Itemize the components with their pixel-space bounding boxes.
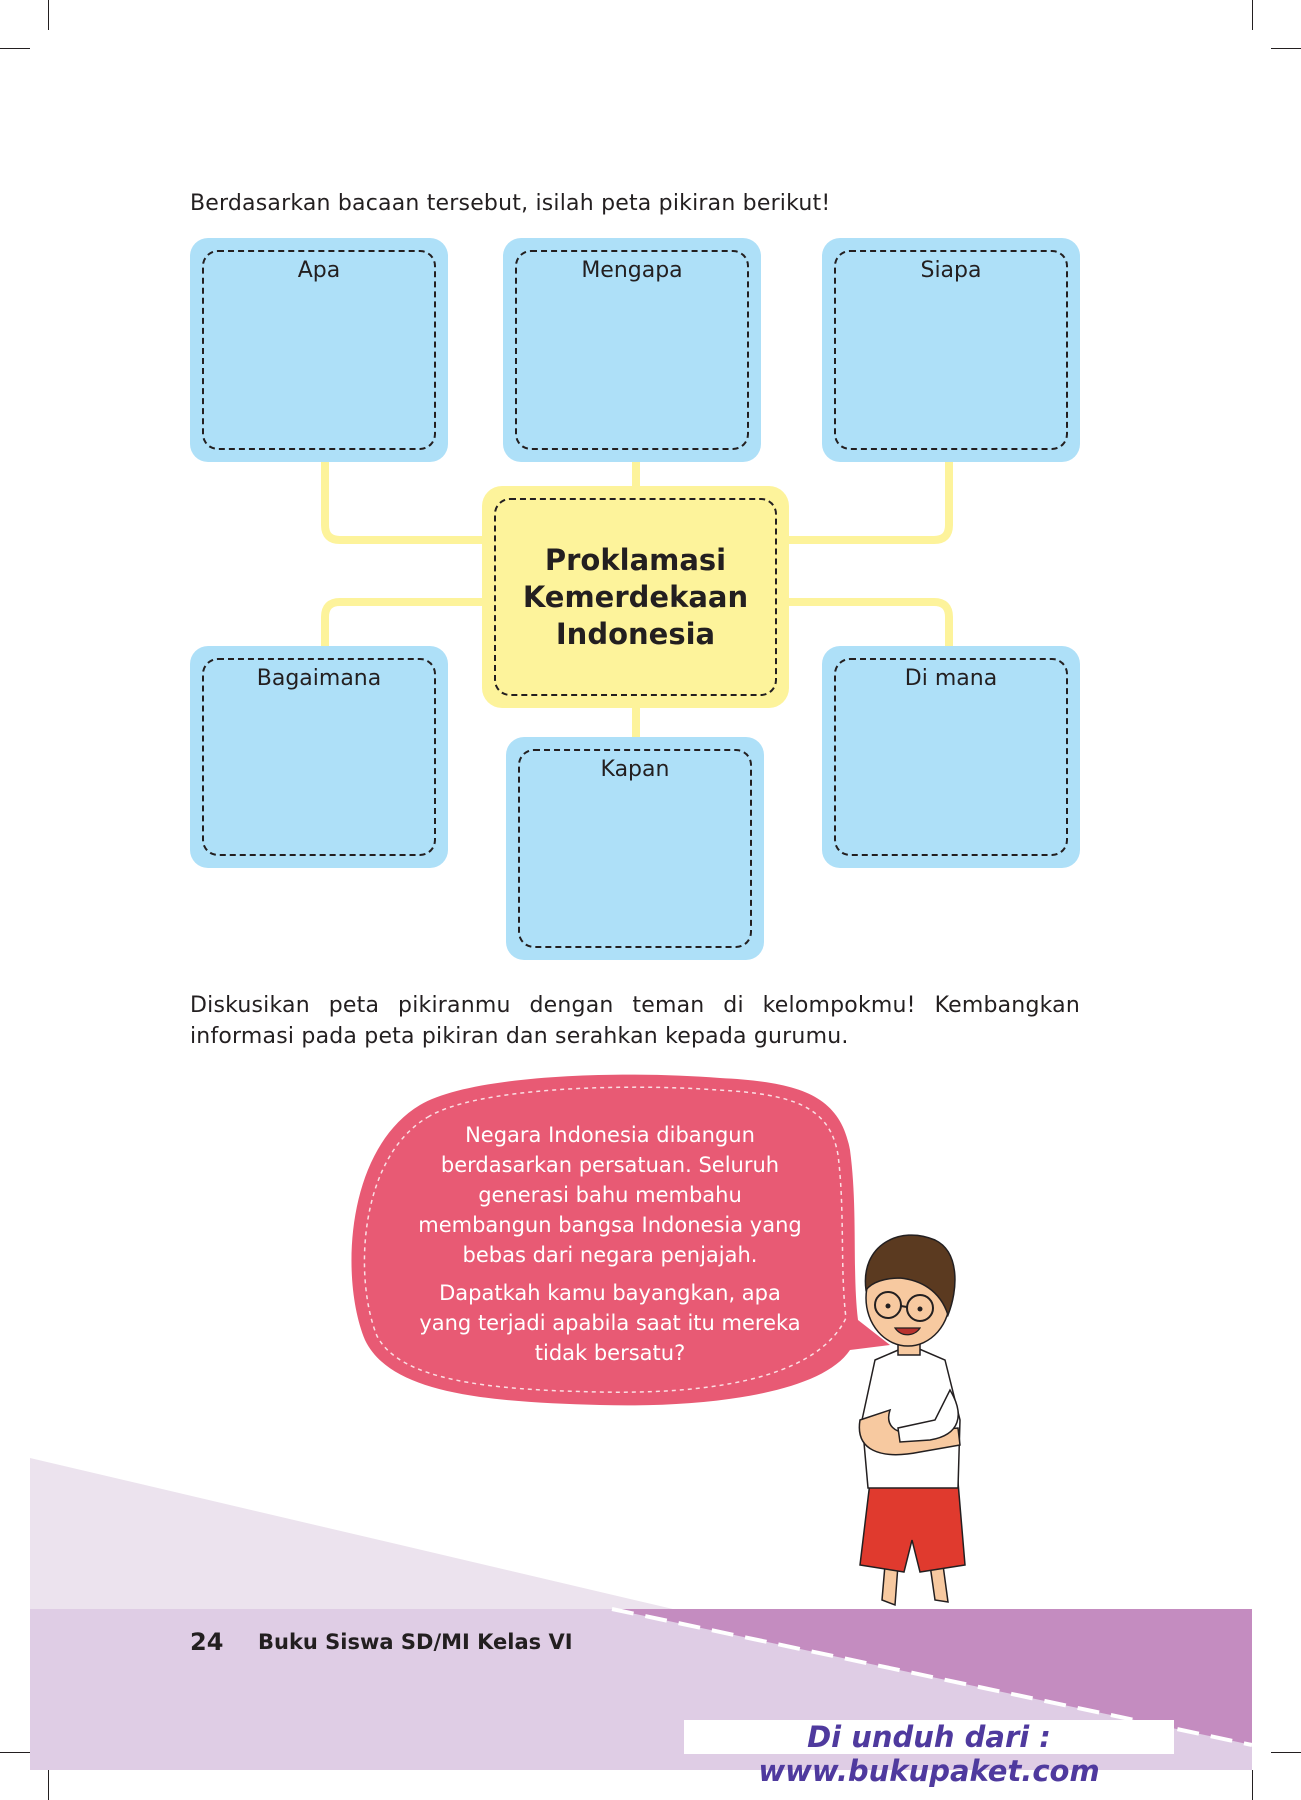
- discussion-line-2: informasi pada peta pikiran dan serahkan…: [190, 1024, 849, 1049]
- node-mengapa[interactable]: Mengapa: [503, 238, 761, 462]
- dashed-border: [834, 250, 1068, 450]
- node-kapan-label: Kapan: [600, 757, 670, 782]
- dashed-border: [515, 250, 749, 450]
- student-illustration: [858, 1234, 966, 1607]
- node-siapa-label: Siapa: [920, 258, 982, 283]
- dashed-border: [202, 658, 436, 856]
- book-title: Buku Siswa SD/MI Kelas VI: [258, 1630, 573, 1654]
- node-mengapa-label: Mengapa: [581, 258, 683, 283]
- node-dimana-label: Di mana: [904, 666, 998, 691]
- download-watermark[interactable]: Di unduh dari : www.bukupaket.com: [684, 1720, 1174, 1788]
- node-apa[interactable]: Apa: [190, 238, 448, 462]
- crop-mark: [1252, 1770, 1253, 1800]
- speech-paragraph-2: Dapatkah kamu bayangkan, apa yang terjad…: [419, 1281, 801, 1365]
- crop-mark: [48, 0, 49, 30]
- mindmap-center: Proklamasi Kemerdekaan Indonesia: [482, 486, 789, 708]
- crop-mark: [0, 48, 30, 49]
- crop-mark: [1271, 48, 1301, 49]
- crop-mark: [48, 1770, 49, 1800]
- dashed-border: [518, 749, 752, 948]
- connector-bagaimana: [321, 598, 486, 650]
- dashed-border: Proklamasi Kemerdekaan Indonesia: [494, 498, 777, 696]
- connector-apa: [321, 458, 486, 544]
- node-siapa[interactable]: Siapa: [822, 238, 1080, 462]
- center-title: Proklamasi Kemerdekaan Indonesia: [522, 542, 749, 651]
- crop-mark: [0, 1752, 30, 1753]
- node-dimana[interactable]: Di mana: [822, 646, 1080, 868]
- speech-paragraph-1: Negara Indonesia dibangun berdasarkan pe…: [418, 1123, 802, 1267]
- node-apa-label: Apa: [297, 258, 341, 283]
- dashed-border: [202, 250, 436, 450]
- node-kapan[interactable]: Kapan: [506, 737, 764, 960]
- node-bagaimana[interactable]: Bagaimana: [190, 646, 448, 868]
- connector-dimana: [785, 598, 953, 650]
- dashed-border: [834, 658, 1068, 856]
- node-bagaimana-label: Bagaimana: [256, 666, 382, 691]
- page-number: 24: [190, 1628, 224, 1656]
- discussion-line-1: Diskusikan peta pikiranmu dengan teman d…: [190, 993, 1080, 1018]
- intro-text: Berdasarkan bacaan tersebut, isilah peta…: [190, 191, 831, 216]
- connector-siapa: [785, 458, 953, 544]
- speech-bubble-text: Negara Indonesia dibangun berdasarkan pe…: [410, 1120, 810, 1376]
- crop-mark: [1271, 1752, 1301, 1753]
- crop-mark: [1252, 0, 1253, 30]
